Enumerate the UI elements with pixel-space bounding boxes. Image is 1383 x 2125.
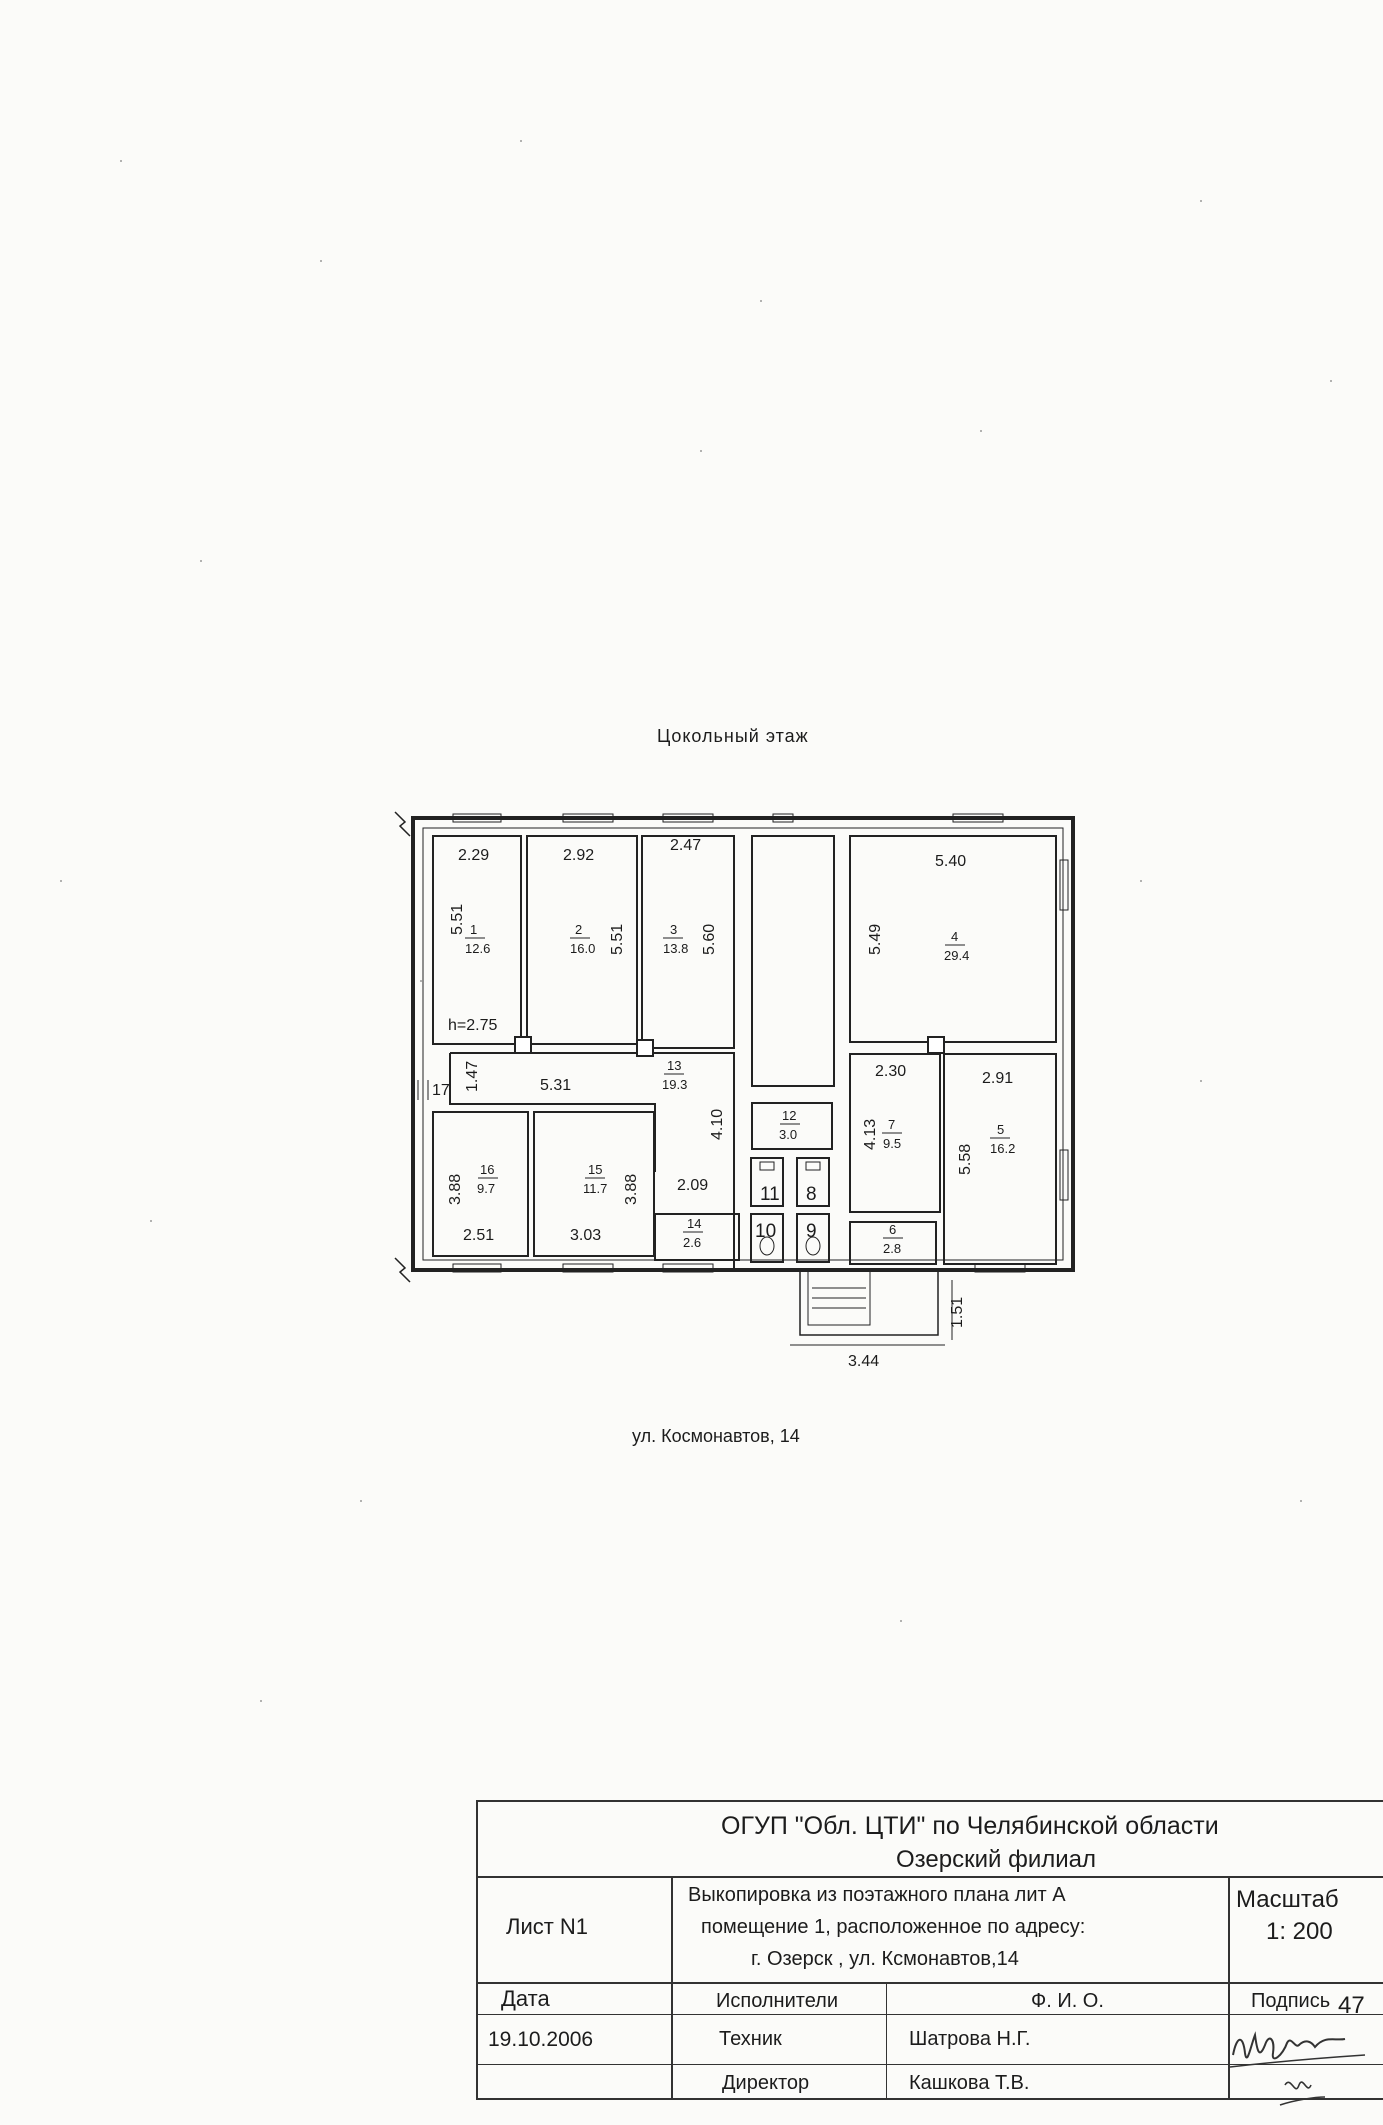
room-3-length: 5.60 [701, 924, 718, 955]
room-5-area: 16.2 [990, 1141, 1015, 1156]
room-16-width: 2.51 [463, 1227, 494, 1244]
role-technician: Техник [719, 2028, 782, 2050]
room-8-number: 8 [806, 1184, 817, 1205]
room-6-area: 2.8 [883, 1241, 901, 1256]
floor-plan: 2.29 5.51 1 12.6 h=2.75 2.92 2 16.0 5.51… [394, 811, 1075, 1370]
stamp-line-5 [476, 2098, 1383, 2100]
room-16-length: 3.88 [447, 1174, 464, 1205]
room-15-length: 3.88 [623, 1174, 640, 1205]
handwritten-signature [1229, 2031, 1366, 2106]
room-7-length: 4.13 [862, 1119, 879, 1150]
description-line-3: г. Озерск , ул. Ксмонавтов,14 [751, 1948, 1019, 1970]
room-13-width: 5.31 [540, 1077, 571, 1094]
room-1-length: 5.51 [449, 904, 466, 935]
room-15-width: 3.03 [570, 1227, 601, 1244]
room-4-number: 4 [951, 929, 958, 944]
date-value: 19.10.2006 [488, 2028, 594, 2051]
room-6-number: 6 [889, 1222, 896, 1237]
room-4-length: 5.49 [867, 924, 884, 955]
stamp-col-2 [1228, 1876, 1230, 2098]
stamp-line-3 [476, 2014, 1383, 2015]
room-3-width: 2.47 [670, 837, 701, 854]
sheet-number: Лист N1 [506, 1914, 589, 1939]
room-7-area: 9.5 [883, 1136, 901, 1151]
stamp-border-left [476, 1800, 478, 2100]
performers-label: Исполнители [716, 1990, 839, 2012]
person-technician: Шатрова Н.Г. [909, 2028, 1031, 2050]
room-1-width: 2.29 [458, 847, 489, 864]
room-5-width: 2.91 [982, 1070, 1013, 1087]
stamp-line-4 [476, 2064, 1383, 2065]
room-12-area: 3.0 [779, 1127, 797, 1142]
porch-depth: 1.51 [949, 1297, 966, 1328]
room-1-area: 12.6 [465, 941, 490, 956]
scale-label: Масштаб [1236, 1886, 1339, 1913]
date-label: Дата [501, 1986, 550, 2011]
stamp-col-3 [886, 1982, 887, 2098]
room-2-area: 16.0 [570, 941, 595, 956]
stamp-line-1 [476, 1876, 1383, 1878]
room-2-width: 2.92 [563, 847, 594, 864]
room-10-number: 10 [755, 1221, 776, 1242]
description-line-2: помещение 1, расположенное по адресу: [701, 1916, 1086, 1938]
role-director: Директор [722, 2072, 810, 2094]
room-15-area: 11.7 [583, 1181, 607, 1196]
description-line-1: Выкопировка из поэтажного плана лит А [688, 1884, 1066, 1906]
room-9-number: 9 [806, 1221, 817, 1242]
page-mark: 47 [1338, 1992, 1365, 2019]
room-2-length: 5.51 [609, 924, 626, 955]
room-13-number: 13 [667, 1058, 681, 1073]
person-director: Кашкова Т.В. [909, 2072, 1030, 2094]
stamp-border-top [476, 1800, 1383, 1802]
plan-title: Цокольный этаж [657, 726, 809, 746]
organization: ОГУП "Обл. ЦТИ" по Челябинской области [721, 1812, 1219, 1840]
name-label: Ф. И. О. [1031, 1990, 1104, 2012]
room-16-number: 16 [480, 1162, 494, 1177]
room-5-length: 5.58 [957, 1144, 974, 1175]
side-dimension: 17 [432, 1082, 450, 1099]
room-7-width: 2.30 [875, 1063, 906, 1080]
stamp-line-2 [476, 1982, 1383, 1984]
room-12-number: 12 [782, 1108, 796, 1123]
room-13-passage: 2.09 [677, 1177, 708, 1194]
height-mark: h=2.75 [448, 1017, 497, 1034]
branch: Озерский филиал [896, 1846, 1096, 1873]
room-13-length: 1.47 [464, 1061, 481, 1092]
room-5-number: 5 [997, 1122, 1004, 1137]
room-14-area: 2.6 [683, 1235, 701, 1250]
room-16-area: 9.7 [477, 1181, 495, 1196]
room-13-depth: 4.10 [709, 1109, 726, 1140]
street-caption: ул. Космонавтов, 14 [632, 1426, 800, 1446]
room-1-number: 1 [470, 922, 477, 937]
room-4-area: 29.4 [944, 948, 969, 963]
scale-value: 1: 200 [1266, 1918, 1333, 1945]
room-13-area: 19.3 [662, 1077, 687, 1092]
signature-label: Подпись [1251, 1990, 1331, 2012]
room-7-number: 7 [888, 1117, 895, 1132]
room-3-number: 3 [670, 922, 677, 937]
room-11-number: 11 [760, 1184, 780, 1205]
room-4-width: 5.40 [935, 853, 966, 870]
room-3-area: 13.8 [663, 941, 688, 956]
title-block: ОГУП "Обл. ЦТИ" по Челябинской области О… [476, 1800, 1383, 2118]
stamp-col-1 [671, 1876, 673, 2098]
room-14-number: 14 [687, 1216, 701, 1231]
porch-width: 3.44 [848, 1353, 879, 1370]
room-2-number: 2 [575, 922, 582, 937]
room-15-number: 15 [588, 1162, 602, 1177]
